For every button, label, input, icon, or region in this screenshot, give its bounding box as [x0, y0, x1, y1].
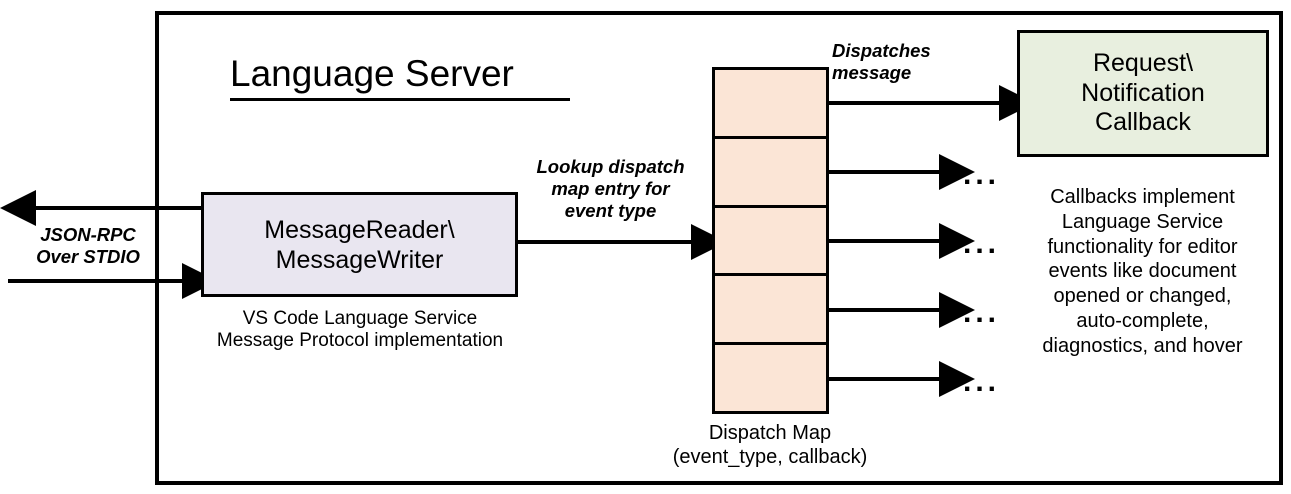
request-notification-callback-box[interactable]: Request\ Notification Callback [1017, 30, 1269, 157]
dispatch-map-caption: Dispatch Map (event_type, callback) [672, 422, 868, 468]
language-server-frame [155, 11, 1283, 485]
ellipsis-row-2: ... [963, 158, 1001, 191]
request-notification-callback-label: Request\ Notification Callback [1081, 49, 1205, 137]
dispatch-map-table[interactable] [712, 67, 829, 414]
table-row[interactable] [715, 139, 826, 208]
message-reader-writer-box[interactable]: MessageReader\ MessageWriter [201, 192, 518, 297]
table-row[interactable] [715, 70, 826, 139]
lookup-dispatch-label: Lookup dispatch map entry for event type [536, 156, 685, 221]
table-row[interactable] [715, 345, 826, 411]
table-row[interactable] [715, 276, 826, 346]
table-row[interactable] [715, 208, 826, 277]
ellipsis-row-5: ... [963, 365, 1001, 398]
ellipsis-row-3: ... [963, 227, 1001, 260]
callback-description-caption: Callbacks implement Language Service fun… [1042, 186, 1243, 357]
message-reader-writer-label: MessageReader\ MessageWriter [264, 215, 455, 274]
page-title: Language Server [230, 52, 570, 101]
ellipsis-row-4: ... [963, 296, 1001, 329]
json-rpc-transport-label: JSON-RPC Over STDIO [36, 224, 140, 267]
dispatches-message-label: Dispatches message [832, 40, 931, 83]
message-reader-writer-caption: VS Code Language Service Message Protoco… [216, 308, 504, 352]
